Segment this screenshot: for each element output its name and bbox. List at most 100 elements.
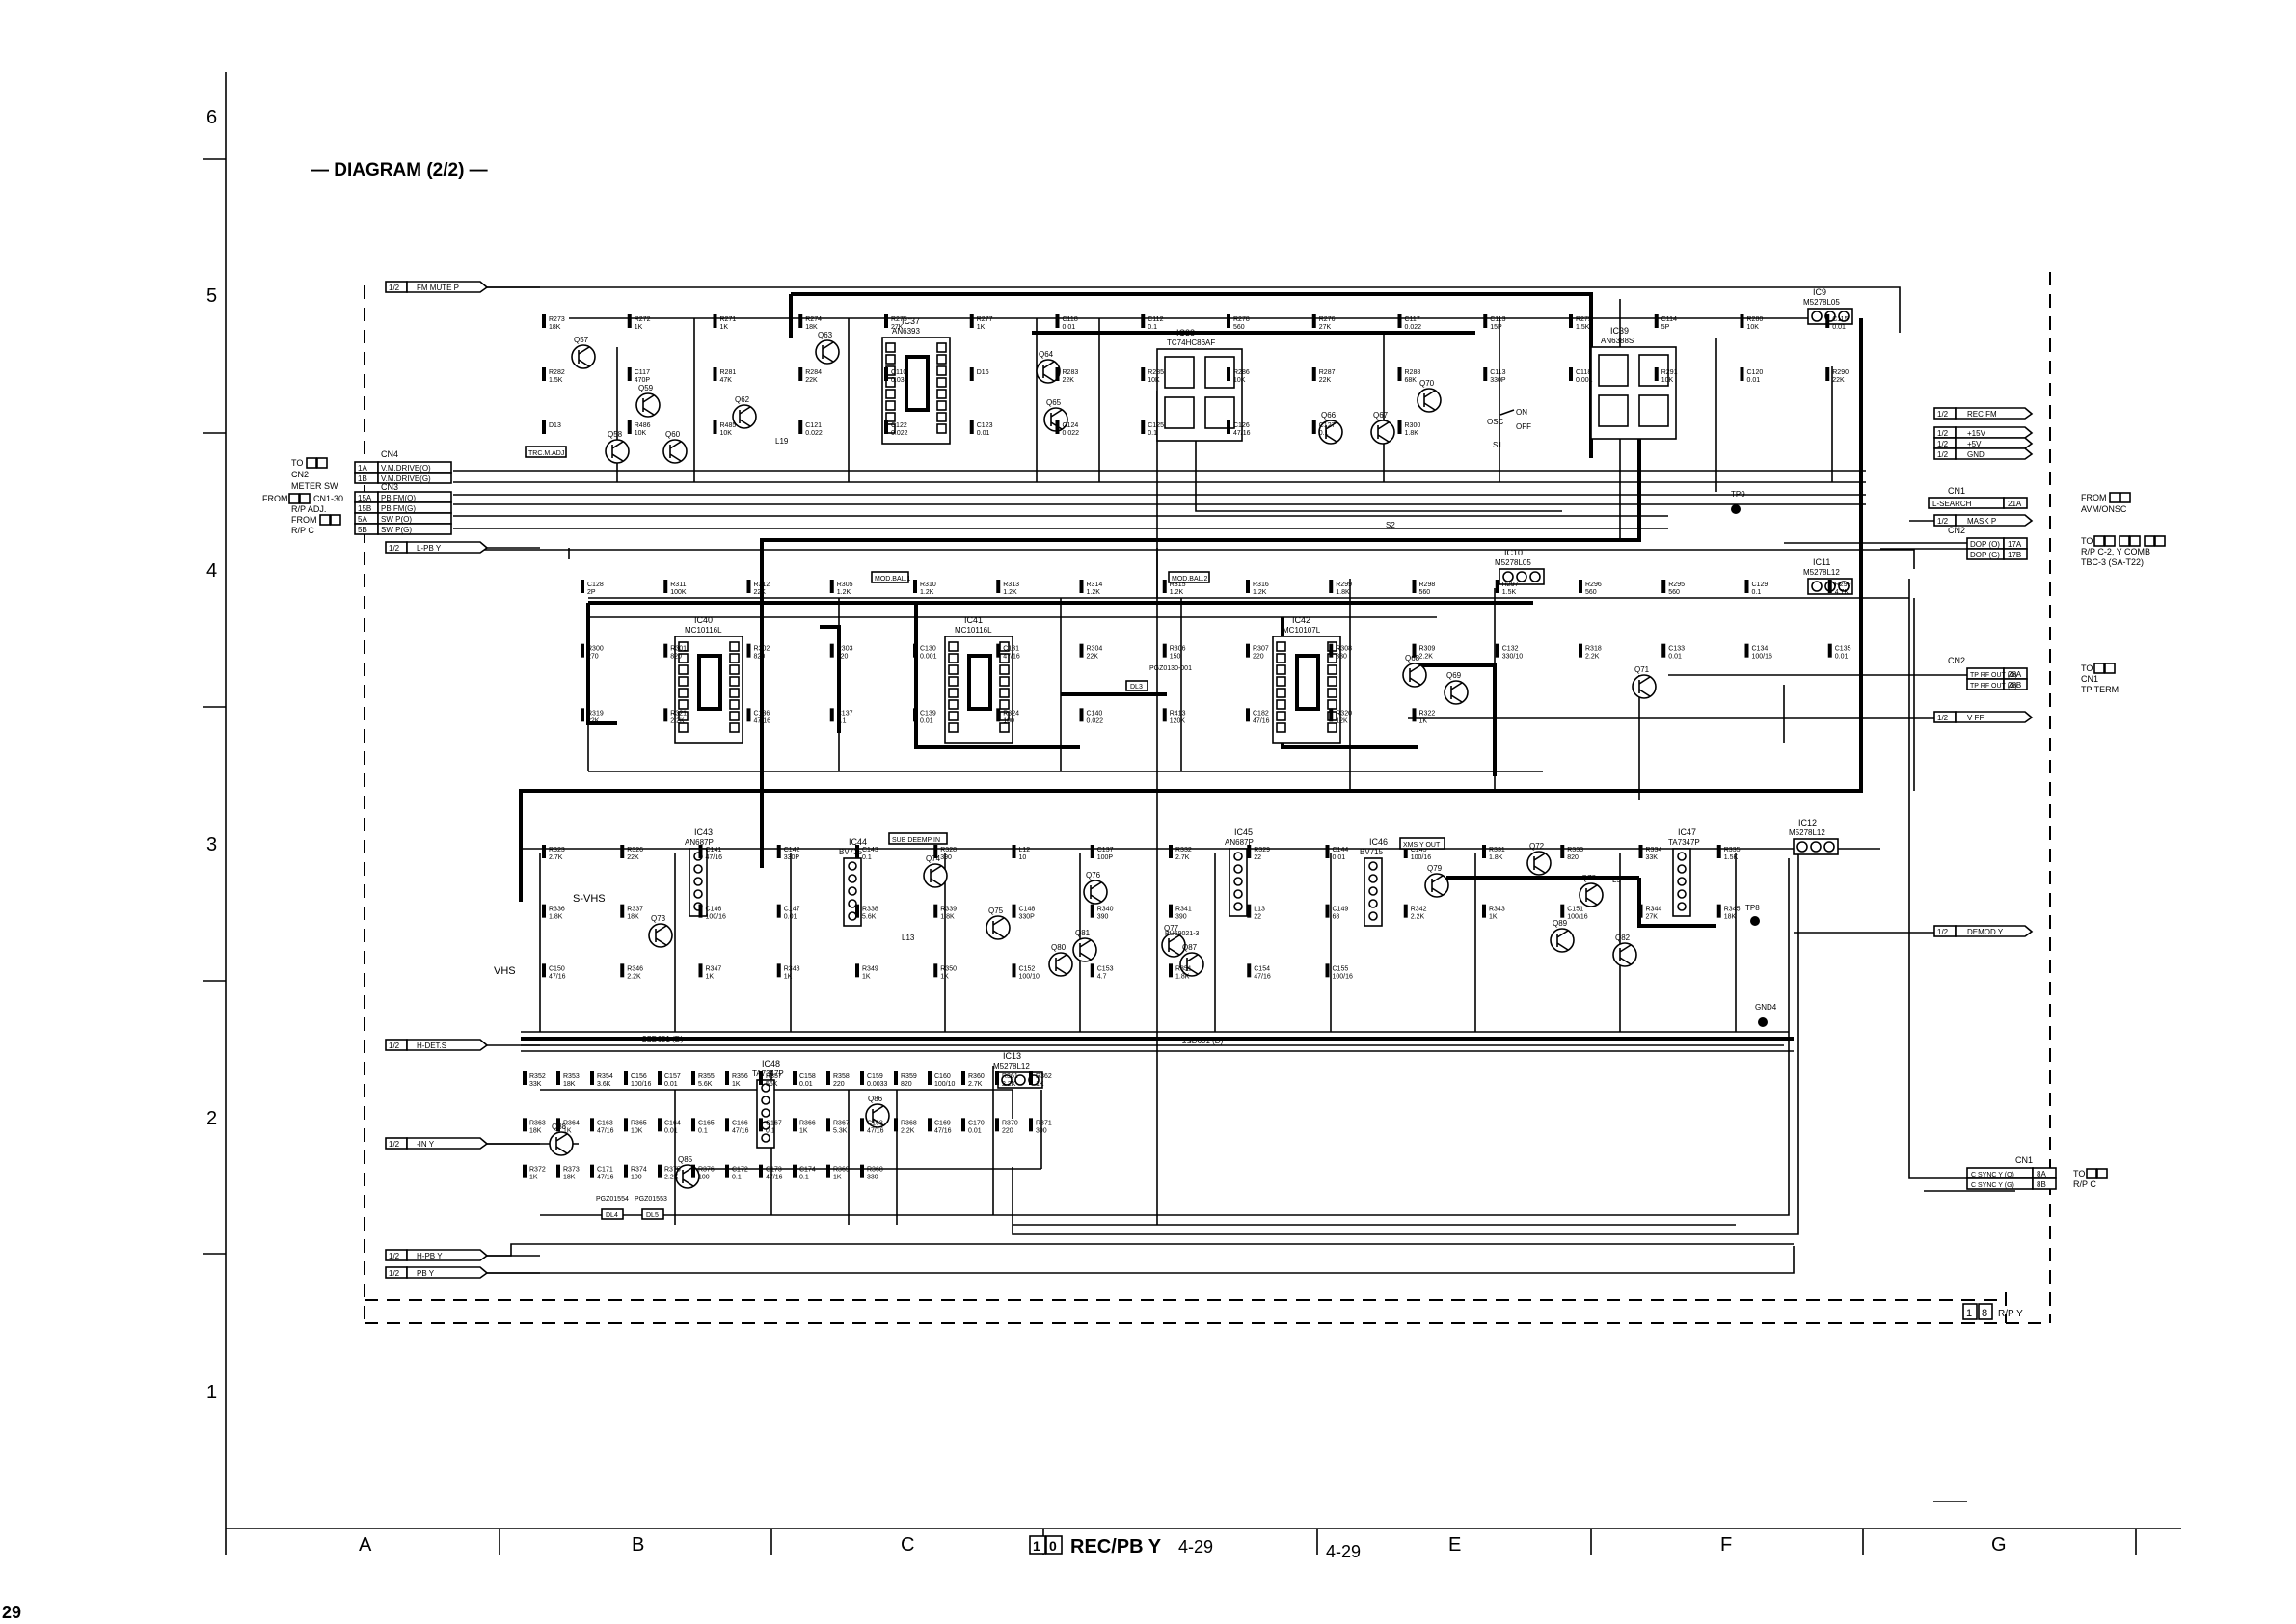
- component-value: 100/10: [934, 1081, 956, 1088]
- ic-ref-label: IC11: [1813, 557, 1830, 567]
- resistor-icon: [523, 1164, 527, 1178]
- capacitor-icon: [1090, 845, 1094, 858]
- component-value: 100/16: [631, 1081, 652, 1088]
- capacitor-icon: [590, 1118, 594, 1132]
- resistor-icon: [620, 963, 625, 978]
- resistor-icon: [1825, 367, 1830, 381]
- component-value: 0.033: [891, 377, 908, 384]
- component-ref: C165: [698, 1120, 715, 1126]
- component-ref: R274: [805, 316, 822, 323]
- resistor-icon: [1579, 580, 1582, 593]
- component-ref: C163: [597, 1120, 613, 1126]
- ic-pin: [885, 354, 896, 365]
- component-ref: C121: [805, 422, 822, 429]
- component-ref: R486: [635, 422, 651, 429]
- component-value: 47/16: [1253, 717, 1270, 724]
- component-value: 22K: [587, 717, 600, 724]
- signal-name: +15V: [1967, 429, 1986, 438]
- transistor-emitter: [930, 878, 942, 886]
- capacitor-icon: [658, 1118, 662, 1132]
- mod-bal-1-label: MOD.BAL.1: [875, 576, 910, 582]
- resistor-icon: [1579, 643, 1582, 658]
- ic-pin: [1368, 899, 1378, 908]
- component-value: 1.2K: [1253, 589, 1267, 596]
- transistor-q62: Q62: [732, 395, 757, 429]
- wire: [482, 286, 1901, 333]
- transistor-ref: Q74: [926, 854, 941, 863]
- component-value: 10K: [1233, 377, 1246, 384]
- transistor-ref: Q71: [1634, 665, 1650, 674]
- transistor-q57: Q57: [571, 336, 596, 369]
- ic-pin: [1276, 676, 1286, 687]
- component-ref: R331: [1489, 847, 1505, 853]
- component-ref: C159: [867, 1073, 883, 1080]
- component-value: 330/10: [1502, 654, 1524, 661]
- component-ref: R311: [670, 582, 686, 588]
- transistor-emitter: [992, 930, 1005, 938]
- transistor-ref: Q57: [574, 336, 589, 344]
- resistor-icon: [793, 1118, 797, 1132]
- wire: [482, 549, 1915, 569]
- capacitor-icon: [1825, 314, 1830, 328]
- signal-name: FM MUTE P: [417, 284, 459, 292]
- ic-pin: [1327, 688, 1337, 698]
- component-value: 330P: [784, 854, 800, 861]
- component-ref: C117: [635, 369, 650, 376]
- transistor-ref: Q70: [1419, 379, 1435, 388]
- sheet-ref: 1/2: [389, 284, 400, 292]
- component-ref: R365: [631, 1120, 647, 1126]
- resistor-icon: [746, 643, 751, 658]
- component-value: 1K: [720, 324, 729, 331]
- transistor-q71: Q71: [1632, 665, 1657, 699]
- resistor-icon: [556, 1118, 560, 1132]
- component-value: 47/16: [1254, 973, 1271, 980]
- component-ref: C173: [766, 1167, 782, 1174]
- capacitor-icon: [698, 904, 703, 918]
- ic-pin: [1796, 841, 1808, 853]
- component-ref: R366: [799, 1120, 816, 1126]
- component-ref: C169: [934, 1120, 951, 1126]
- ic-ref-label: IC38: [1176, 328, 1195, 338]
- tpterm-label: TP TERM: [2081, 685, 2119, 694]
- component-ref: C154: [1254, 965, 1270, 972]
- component-value: 68: [1333, 914, 1340, 921]
- component-ref: R312: [754, 582, 770, 588]
- component-value: 1.8K: [1336, 589, 1350, 596]
- transistor-icon: [1632, 674, 1657, 699]
- avm-label: AVM/ONSC: [2081, 504, 2127, 514]
- ic-pin: [1233, 889, 1243, 899]
- component-value: 100: [698, 1175, 710, 1181]
- capacitor-icon: [776, 845, 781, 858]
- component-ref: C132: [1502, 646, 1519, 653]
- component-ref: C146: [706, 907, 722, 913]
- transistor-icon: [1417, 388, 1442, 413]
- component-value: 0.01: [799, 1081, 813, 1088]
- component-ref: R339: [940, 907, 957, 913]
- ic-pin: [885, 400, 896, 411]
- component-value: 1.5K: [1724, 854, 1739, 861]
- cn-pin: 8B: [2037, 1180, 2046, 1189]
- cn-signal: C SYNC Y (O): [1971, 1172, 2014, 1178]
- ic-internal-block: [905, 355, 930, 412]
- transistor-ref: Q75: [988, 907, 1004, 915]
- capacitor-icon: [1012, 904, 1016, 918]
- resistor-icon: [1560, 845, 1565, 858]
- capacitor-icon: [855, 845, 859, 858]
